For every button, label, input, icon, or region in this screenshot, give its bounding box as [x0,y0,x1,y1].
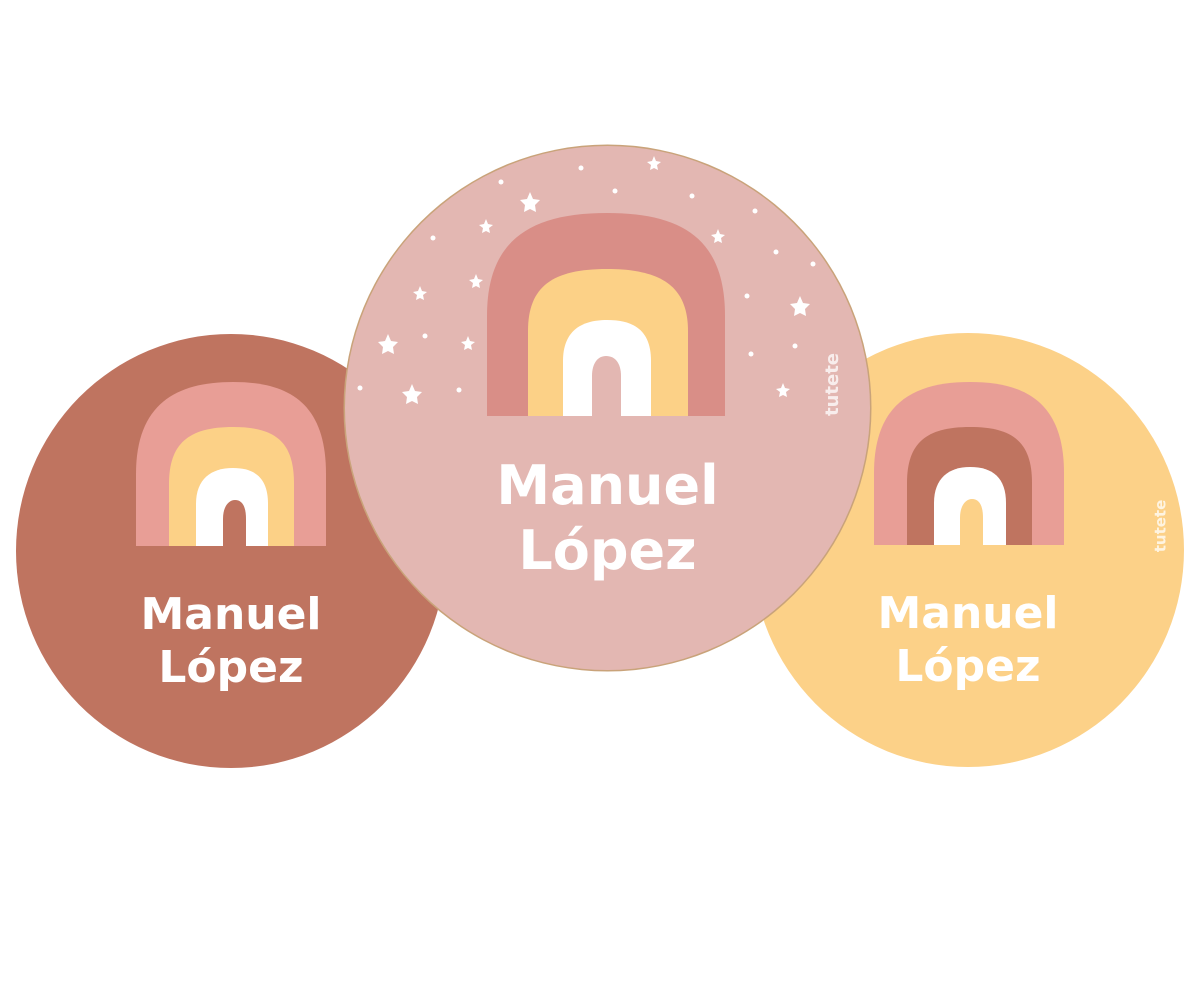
brand-watermark: tutete [822,352,844,417]
sticker-name: Manuel López [752,588,1184,694]
brand-watermark: tutete [1151,499,1170,553]
sticker-name: Manuel López [345,454,870,584]
rainbow-icon [136,382,326,546]
last-name: López [895,640,1041,692]
sticker-name: Manuel López [16,589,446,695]
first-name: Manuel [140,589,322,640]
first-name: Manuel [877,588,1059,639]
first-name: Manuel [496,454,719,517]
last-name: López [158,641,304,693]
stars-decoration [357,156,816,404]
last-name: López [518,518,697,582]
rainbow-icon [874,382,1064,545]
rainbow-icon [357,156,816,416]
name-sticker-center: Manuel López tutete [345,146,870,670]
